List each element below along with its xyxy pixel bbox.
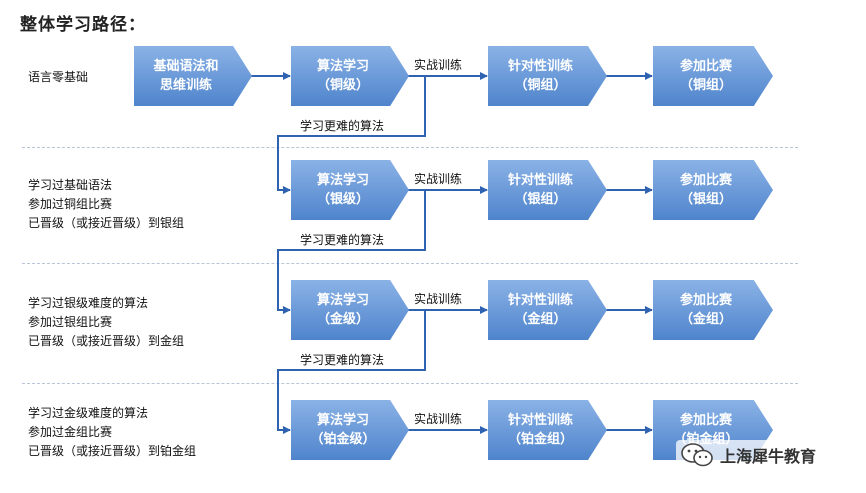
box-line: 针对性训练 [507, 413, 573, 428]
advance-label-to-silver: 学习更难的算法 [300, 119, 385, 133]
box-line: 算法学习 [316, 293, 369, 308]
box-line: 针对性训练 [507, 293, 573, 308]
row-description-line: 学习过金级难度的算法 [28, 406, 149, 420]
row-description-line: 学习过基础语法 [28, 178, 113, 192]
arrow-advance-to-platinum [277, 310, 426, 434]
box-line: （金级） [316, 312, 369, 327]
box-line: （铜组） [679, 78, 732, 93]
watermark-text: 上海犀牛教育 [720, 447, 817, 466]
box-line: （银组） [514, 192, 567, 207]
arrow-advance-to-gold [277, 190, 426, 314]
box-line: （银组） [679, 192, 732, 207]
advance-label-to-gold: 学习更难的算法 [300, 233, 385, 247]
row-description-line: 参加过铜组比赛 [28, 197, 113, 211]
box-line: （铜级） [316, 78, 369, 93]
box-training-silver: 针对性训练 （银组） [488, 160, 607, 220]
row-description-line: 语言零基础 [28, 70, 89, 84]
arrow-advance-to-silver [277, 76, 426, 194]
box-line: （铂金级） [310, 432, 376, 447]
box-line: 参加比赛 [679, 413, 732, 428]
box-line: 针对性训练 [507, 173, 573, 188]
row-description-2: 学习过银级难度的算法 参加过银组比赛 已晋级（或接近晋级）到金组 [28, 294, 184, 351]
wechat-icon [681, 443, 713, 467]
practice-label-gold: 实战训练 [414, 292, 463, 306]
row-description-line: 学习过银级难度的算法 [28, 296, 149, 310]
practice-label-platinum: 实战训练 [414, 412, 463, 426]
watermark: 上海犀牛教育 [676, 440, 821, 470]
row-description-1: 学习过基础语法 参加过铜组比赛 已晋级（或接近晋级）到银组 [28, 176, 184, 233]
box-line: （金组） [514, 312, 567, 327]
row-description-line: 已晋级（或接近晋级）到金组 [28, 334, 185, 348]
row-divider [22, 147, 798, 148]
row-description-line: 参加过银组比赛 [28, 315, 113, 329]
row-divider [22, 383, 798, 384]
box-line: （金组） [679, 312, 732, 327]
box-algorithm-gold: 算法学习 （金级） [291, 280, 409, 340]
box-algorithm-platinum: 算法学习 （铂金级） [291, 400, 409, 460]
box-algorithm-bronze: 算法学习 （铜级） [291, 46, 409, 106]
row-description-0: 语言零基础 [28, 68, 88, 87]
row-divider [22, 263, 798, 264]
box-line: 参加比赛 [679, 173, 732, 188]
box-line: 参加比赛 [679, 293, 732, 308]
box-line: 基础语法和 [153, 59, 219, 74]
box-line: 算法学习 [316, 413, 369, 428]
row-description-line: 已晋级（或接近晋级）到银组 [28, 216, 185, 230]
box-line: 参加比赛 [679, 59, 732, 74]
box-contest-silver: 参加比赛 （银组） [653, 160, 773, 220]
box-line: 算法学习 [316, 173, 369, 188]
box-training-platinum: 针对性训练 （铂金组） [488, 400, 607, 460]
row-description-line: 参加过金组比赛 [28, 425, 113, 439]
box-algorithm-silver: 算法学习 （银级） [291, 160, 409, 220]
box-training-bronze: 针对性训练 （铜组） [488, 46, 607, 106]
box-line: 算法学习 [316, 59, 369, 74]
row-description-3: 学习过金级难度的算法 参加过金组比赛 已晋级（或接近晋级）到铂金组 [28, 404, 196, 461]
box-line: （银级） [316, 192, 369, 207]
box-basics-training: 基础语法和 思维训练 [134, 46, 252, 106]
box-contest-bronze: 参加比赛 （铜组） [653, 46, 773, 106]
box-contest-gold: 参加比赛 （金组） [653, 280, 773, 340]
box-line: 思维训练 [159, 78, 212, 93]
row-description-line: 已晋级（或接近晋级）到铂金组 [28, 444, 197, 458]
advance-label-to-platinum: 学习更难的算法 [300, 353, 385, 367]
diagram-title: 整体学习路径： [20, 15, 146, 35]
practice-label-bronze: 实战训练 [414, 58, 463, 72]
practice-label-silver: 实战训练 [414, 172, 463, 186]
box-line: （铜组） [514, 78, 567, 93]
box-training-gold: 针对性训练 （金组） [488, 280, 607, 340]
box-line: （铂金组） [507, 432, 573, 447]
box-line: 针对性训练 [507, 59, 573, 74]
